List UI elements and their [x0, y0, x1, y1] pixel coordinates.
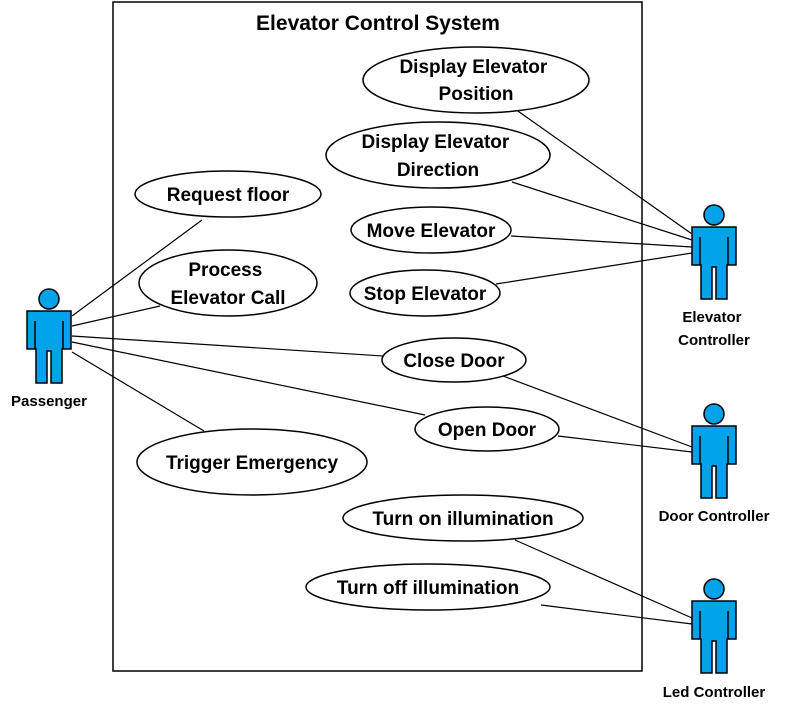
assoc-ec-display-position	[514, 108, 693, 235]
actor-icon	[691, 578, 737, 674]
use-case-close-door: Close Door	[381, 337, 527, 383]
actor-icon	[26, 288, 72, 384]
assoc-lc-turn-on	[514, 539, 693, 619]
use-case-ellipse	[134, 170, 322, 218]
use-case-label: Process	[188, 260, 262, 281]
assoc-dc-close-door	[502, 375, 693, 448]
use-case-turn-off-illumination: Turn off illumination	[305, 563, 551, 611]
use-case-label: Display Elevator	[361, 132, 509, 153]
use-case-label: Close Door	[403, 351, 505, 372]
use-case-stop-elevator: Stop Elevator	[349, 269, 501, 317]
use-case-ellipse	[138, 249, 318, 317]
use-case-ellipse	[414, 406, 560, 452]
use-case-display-direction: Display Elevator Direction	[325, 121, 551, 189]
system-boundary	[112, 1, 643, 672]
use-case-ellipse	[325, 121, 551, 189]
use-case-ellipse	[342, 494, 584, 542]
actor-icon	[691, 403, 737, 499]
svg-text:Display Elevator Posit: Display Elevator Position	[399, 57, 552, 105]
use-case-turn-on-illumination: Turn on illumination	[342, 494, 584, 542]
svg-text:Process Elevator Call: Process Elevator Call	[170, 260, 285, 309]
use-case-label: Stop Elevator	[364, 284, 487, 305]
associations	[71, 108, 693, 625]
assoc-passenger-close-door	[71, 335, 384, 357]
use-case-move-elevator: Move Elevator	[350, 206, 512, 254]
use-case-label: Move Elevator	[367, 221, 496, 242]
use-case-label: Open Door	[438, 420, 537, 441]
use-case-label: Display Elevator	[399, 57, 547, 78]
use-case-label: Trigger Emergency	[166, 453, 339, 474]
assoc-lc-turn-off	[540, 604, 693, 625]
use-case-trigger-emergency: Trigger Emergency	[136, 428, 368, 496]
use-case-label: Request floor	[167, 185, 290, 206]
actor-door-controller: Door Controller	[659, 403, 770, 525]
actor-elevator-controller: Elevator Controller	[678, 204, 750, 349]
assoc-passenger-process-call	[71, 305, 161, 327]
use-case-label: Position	[439, 84, 514, 105]
use-case-ellipse	[381, 337, 527, 383]
assoc-ec-move-elevator	[510, 235, 693, 248]
actor-icon	[691, 204, 737, 300]
actor-label: Elevator	[682, 309, 741, 326]
assoc-ec-stop-elevator	[495, 252, 693, 285]
actor-label: Led Controller	[663, 684, 766, 701]
use-case-ellipse	[362, 46, 590, 114]
svg-text:Display Elevator Direc: Display Elevator Direction	[361, 132, 514, 181]
assoc-passenger-request-floor	[71, 219, 203, 317]
use-case-open-door: Open Door	[414, 406, 560, 452]
use-case-label: Turn on illumination	[372, 509, 553, 530]
use-case-ellipse	[349, 269, 501, 317]
system-title: Elevator Control System	[256, 12, 500, 35]
use-case-label: Turn off illumination	[337, 578, 519, 599]
use-case-display-position: Display Elevator Position	[362, 46, 590, 114]
actor-passenger: Passenger	[11, 288, 87, 410]
use-case-label: Elevator Call	[170, 288, 285, 309]
actor-label: Passenger	[11, 393, 87, 410]
actor-label: Controller	[678, 332, 750, 349]
use-case-process-call: Process Elevator Call	[138, 249, 318, 317]
use-case-label: Direction	[397, 160, 479, 181]
svg-text:Elevator Controller: Elevator Controller	[678, 309, 750, 349]
actor-led-controller: Led Controller	[663, 578, 766, 701]
assoc-ec-display-direction	[511, 181, 693, 241]
assoc-dc-open-door	[557, 435, 693, 453]
use-case-ellipse	[350, 206, 512, 254]
use-case-request-floor: Request floor	[134, 170, 322, 218]
assoc-passenger-open-door	[71, 341, 426, 416]
assoc-passenger-trigger-emergency	[71, 351, 205, 432]
use-case-ellipse	[305, 563, 551, 611]
actor-label: Door Controller	[659, 508, 770, 525]
use-case-ellipse	[136, 428, 368, 496]
use-cases: Display Elevator Position Display Elevat…	[134, 46, 590, 611]
